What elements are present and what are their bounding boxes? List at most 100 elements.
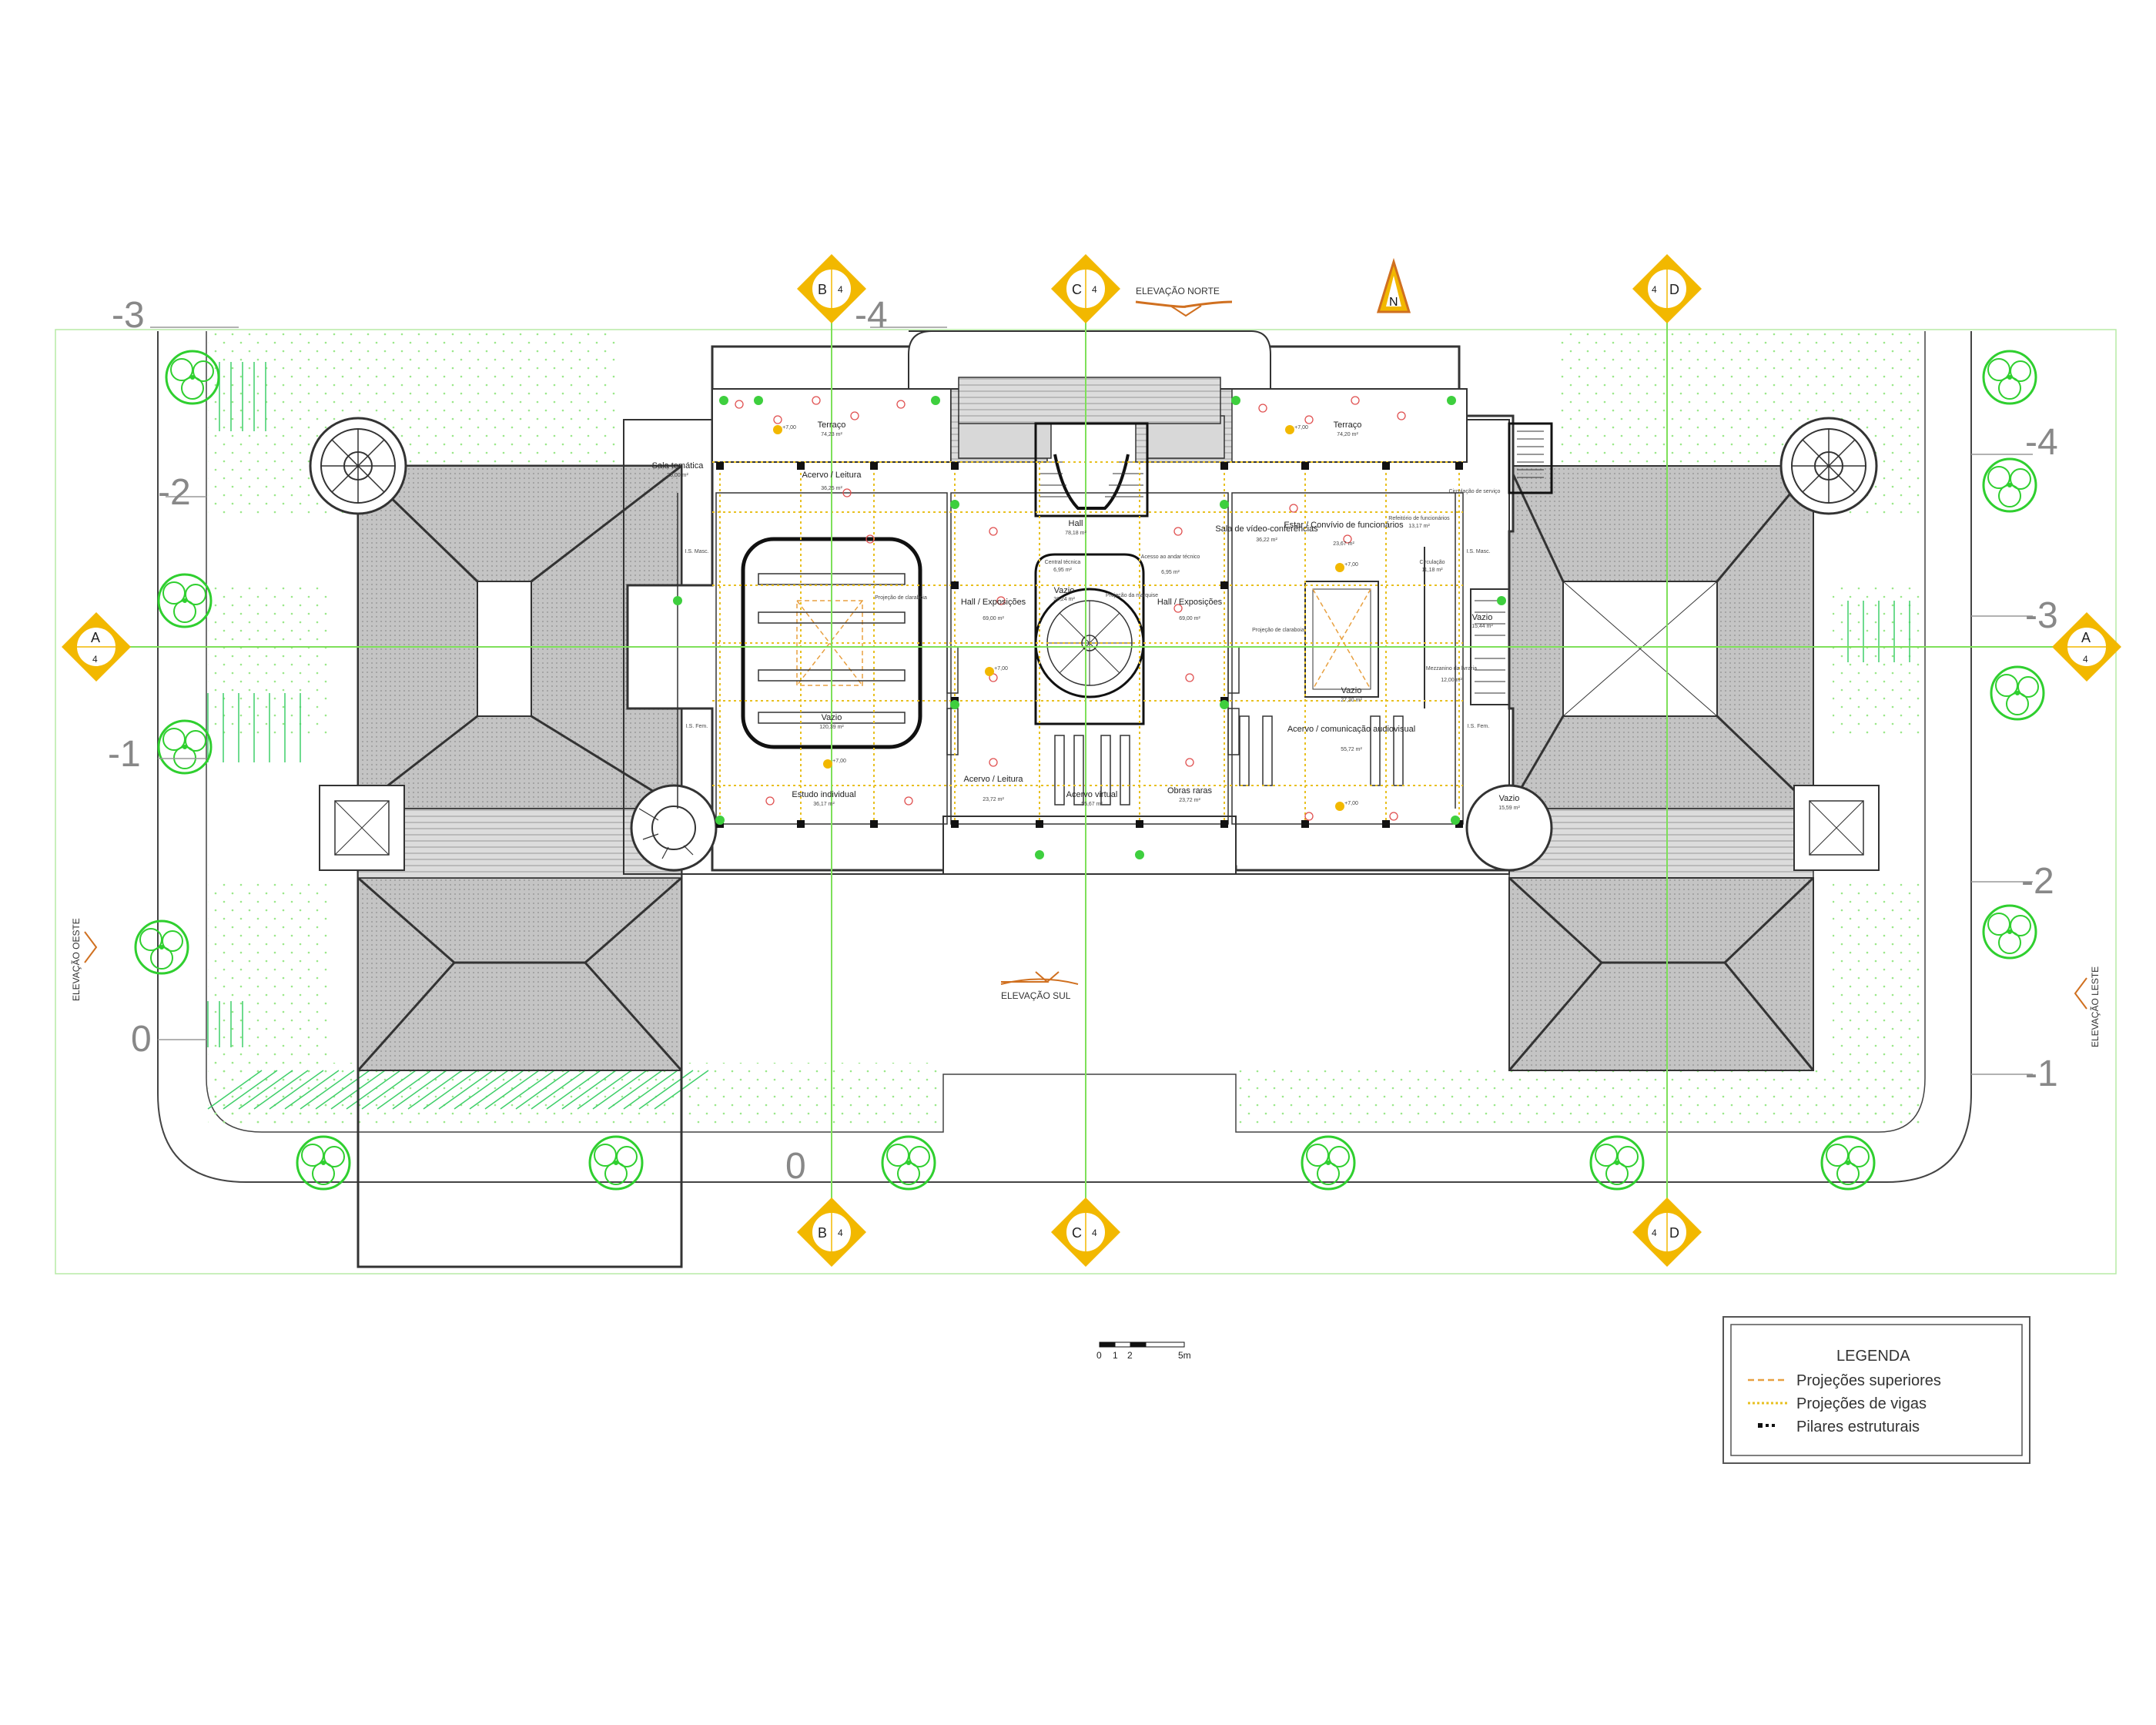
room-terraco-east-area: 74,20 m² <box>1337 432 1358 437</box>
furniture <box>735 396 1406 821</box>
elevation-north-label: ELEVAÇÃO NORTE <box>1136 286 1220 296</box>
legend-item-projecoes-vigas: Projeções de vigas <box>1796 1395 1927 1412</box>
room-circulacao: Circulação <box>1419 560 1445 565</box>
elevation-east-label: ELEVAÇÃO LESTE <box>2090 966 2101 1047</box>
roof-west <box>319 464 683 1268</box>
elevation-west-label: ELEVAÇÃO OESTE <box>71 918 82 1001</box>
grid-number-n6: 0 <box>785 1146 806 1187</box>
scale-tick-2: 2 <box>1127 1350 1133 1361</box>
marker-sheet: 4 <box>1092 284 1097 295</box>
room-wc-masc-east: I.S. Masc. <box>1466 549 1490 554</box>
grid-number-n3: -2 <box>158 472 191 513</box>
room-hall-exposicoes-west: Hall / Exposições <box>961 598 1026 607</box>
room-hall-exposicoes-east-area: 69,00 m² <box>1179 616 1200 621</box>
north-arrow-label: N <box>1389 296 1398 309</box>
grid-number-e2: -3 <box>2025 595 2058 636</box>
legend-title: LEGENDA <box>1836 1348 1910 1365</box>
north-arrow: N <box>1376 257 1411 313</box>
room-wc-masc-west: I.S. Masc. <box>685 549 708 554</box>
room-acervo-leitura-south-area: 23,72 m² <box>983 797 1004 802</box>
room-wc-fem-east: I.S. Fem. <box>1468 724 1489 729</box>
marker-letter: C <box>1072 282 1082 297</box>
shrub-hatching <box>207 362 1910 1110</box>
section-marker-d-top: D 4 <box>1632 254 1702 323</box>
note-claraboia-east: Projeção de claraboia <box>1252 628 1304 633</box>
note-level-1: +7,00 <box>782 425 796 430</box>
tower-east <box>1779 417 1878 515</box>
grid-number-n4: -1 <box>108 734 141 775</box>
room-vazio-west-area: 120,39 m² <box>819 725 844 730</box>
note-level-6: +7,00 <box>1344 801 1358 806</box>
room-estudo-individual: Estudo individual <box>792 790 855 799</box>
room-mezzanino: Mezzanino da livraria <box>1426 666 1477 672</box>
room-circulacao-servico: Circulação de serviço <box>1449 489 1501 494</box>
room-hall: Hall <box>1069 519 1083 528</box>
room-labels: Terraço 74,23 m² Terraço 74,20 m² Sala t… <box>652 420 1521 811</box>
room-vazio-center-area: 36,24 m² <box>1053 597 1075 602</box>
grid-lines <box>92 277 2087 1232</box>
room-obras-raras: Obras raras <box>1167 786 1213 796</box>
room-vazio-northeast: Vazio <box>1472 613 1493 622</box>
note-marquise: Projeção da marquise <box>1106 593 1158 598</box>
room-obras-raras-area: 23,72 m² <box>1179 798 1200 803</box>
marker-sheet: 4 <box>1092 1228 1097 1238</box>
room-acesso-andar: Acesso ao andar técnico <box>1141 554 1200 560</box>
room-acesso-andar-area: 6,95 m² <box>1161 570 1180 575</box>
room-vazio-west: Vazio <box>822 713 842 722</box>
room-vazio-center: Vazio <box>1054 586 1075 595</box>
marker-letter: D <box>1669 1225 1679 1241</box>
scale-tick-5: 5m <box>1178 1350 1191 1361</box>
room-estar-convivio-area: 23,67 m² <box>1333 541 1354 547</box>
room-sala-video-area: 36,22 m² <box>1256 538 1277 543</box>
room-hall-exposicoes-east: Hall / Exposições <box>1157 598 1223 607</box>
room-vazio-east-area: 27,30 m² <box>1341 698 1362 703</box>
room-acervo-leitura-south: Acervo / Leitura <box>963 775 1023 784</box>
scale-bar: 0 1 2 5m <box>1096 1341 1191 1361</box>
level-badges <box>773 425 1344 811</box>
grid-numbers <box>150 327 2033 1075</box>
roof-east <box>1508 465 1880 1071</box>
note-level-2: +7,00 <box>1294 425 1308 430</box>
section-marker-b-top: B 4 <box>797 254 866 323</box>
elevation-west: ELEVAÇÃO OESTE <box>71 918 98 1001</box>
marker-letter: D <box>1669 282 1679 297</box>
room-acervo-comunicacao: Acervo / comunicação audiovisual <box>1287 725 1415 734</box>
elevation-east: ELEVAÇÃO LESTE <box>2074 966 2101 1047</box>
marker-sheet: 4 <box>2083 654 2088 665</box>
tower-west <box>309 417 407 515</box>
marker-letter: C <box>1072 1225 1082 1241</box>
section-marker-c-top: C 4 <box>1051 254 1120 323</box>
room-wc-fem-west: I.S. Fem. <box>686 724 708 729</box>
marker-letter: A <box>2081 630 2091 645</box>
marker-sheet: 4 <box>1652 1228 1657 1238</box>
section-marker-c-bottom: C 4 <box>1051 1197 1120 1267</box>
room-estar-convivio: Estar / Convívio de funcionários <box>1284 521 1404 530</box>
room-terraco-west-area: 74,23 m² <box>821 432 842 437</box>
room-vazio-southeast-area: 15,59 m² <box>1498 806 1520 811</box>
legend-item-pilares: Pilares estruturais <box>1796 1419 1920 1435</box>
scale-tick-0: 0 <box>1096 1350 1102 1361</box>
elevation-south-label: ELEVAÇÃO SUL <box>1001 990 1071 1001</box>
scale-tick-1: 1 <box>1113 1350 1118 1361</box>
room-refeitorio: Refeitório de funcionários <box>1388 516 1450 521</box>
marker-letter: B <box>818 282 827 297</box>
room-sala-video: Sala de vídeo-conferências <box>1215 524 1318 534</box>
room-sala-tematica-area: 25,00 m² <box>667 473 688 478</box>
note-claraboia-west: Projeção de claraboia <box>875 595 927 601</box>
room-acervo-comunicacao-area: 55,72 m² <box>1341 747 1362 752</box>
note-level-4: +7,00 <box>832 759 846 764</box>
note-level-3: +7,00 <box>994 666 1008 672</box>
room-acervo-virtual-area: 55,67 m² <box>1081 802 1103 807</box>
room-estudo-individual-area: 36,17 m² <box>813 802 835 807</box>
room-terraco-east: Terraço <box>1334 420 1362 430</box>
room-mezzanino-area: 12,00 m² <box>1441 678 1462 683</box>
grid-number-e4: -1 <box>2025 1053 2058 1094</box>
room-vazio-northeast-area: 15,44 m² <box>1471 624 1493 629</box>
room-acervo-leitura-north: Acervo / Leitura <box>802 471 862 480</box>
elevation-north: ELEVAÇÃO NORTE <box>1135 286 1233 317</box>
room-vazio-east: Vazio <box>1341 686 1362 695</box>
grid-number-e3: -2 <box>2021 861 2054 902</box>
marker-sheet: 4 <box>92 654 98 665</box>
room-hall-exposicoes-west-area: 69,00 m² <box>983 616 1004 621</box>
grid-number-n1: -3 <box>112 295 145 336</box>
